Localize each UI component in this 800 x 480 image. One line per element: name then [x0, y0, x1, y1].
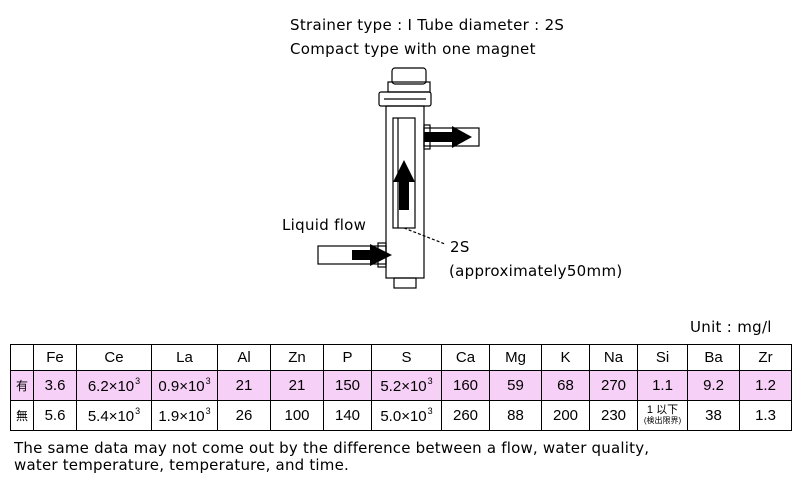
table-cell: 0.9×103 — [151, 370, 218, 401]
col-header: Fe — [33, 344, 77, 371]
table-cell: 9.2 — [687, 370, 740, 401]
table-cell: 260 — [441, 400, 490, 431]
table-cell: 6.2×103 — [76, 370, 152, 401]
size-label: 2S — [450, 238, 470, 256]
footnote-line-2: water temperature, temperature, and time… — [14, 456, 349, 474]
table-cell: 100 — [270, 400, 324, 431]
strainer-diagram — [317, 67, 480, 289]
table-cell: 3.6 — [33, 370, 77, 401]
footnote-line-1: The same data may not come out by the di… — [14, 439, 650, 457]
table-cell: 1.3 — [739, 400, 792, 431]
element-concentration-table: Fe Ce La Al Zn P S Ca Mg K Na Si Ba Zr 有… — [10, 344, 792, 431]
table-cell: 5.4×103 — [76, 400, 152, 431]
table-cell: 88 — [489, 400, 542, 431]
table-cell: 59 — [489, 370, 542, 401]
col-header: La — [151, 344, 218, 371]
table-cell: 38 — [687, 400, 740, 431]
table-cell: 5.6 — [33, 400, 77, 431]
table-cell: 1.9×103 — [151, 400, 218, 431]
col-header: Ba — [687, 344, 740, 371]
table-cell: 21 — [217, 370, 271, 401]
table-cell: 1.2 — [739, 370, 792, 401]
spec-line-1: Strainer type : I Tube diameter : 2S — [290, 16, 565, 34]
inlet-arrow — [352, 244, 392, 266]
table-cell: 160 — [441, 370, 490, 401]
table-header-row: Fe Ce La Al Zn P S Ca Mg K Na Si Ba Zr — [10, 344, 792, 371]
col-header: Si — [637, 344, 688, 371]
table-cell: 200 — [541, 400, 590, 431]
row-label: 有 — [10, 370, 34, 401]
table-cell: 150 — [323, 370, 372, 401]
size-note: (approximately50mm) — [449, 262, 623, 280]
col-header: Al — [217, 344, 271, 371]
col-header: P — [323, 344, 372, 371]
size-leader-line — [403, 227, 446, 245]
spec-line-2: Compact type with one magnet — [290, 40, 536, 58]
table-cell: 270 — [589, 370, 638, 401]
col-header: Na — [589, 344, 638, 371]
col-header: S — [371, 344, 442, 371]
col-header: Mg — [489, 344, 542, 371]
table-cell: 1 以下(検出限界) — [637, 400, 688, 431]
cap-knob — [391, 67, 427, 85]
corner-cell — [10, 344, 34, 371]
col-header: Ca — [441, 344, 490, 371]
table-cell: 26 — [217, 400, 271, 431]
col-header: Ce — [76, 344, 152, 371]
footnote: The same data may not come out by the di… — [14, 440, 649, 474]
col-header: Zr — [739, 344, 792, 371]
bottom-nozzle — [393, 277, 417, 289]
col-header: K — [541, 344, 590, 371]
outlet-arrow — [424, 126, 472, 148]
table-cell: 21 — [270, 370, 324, 401]
table-cell: 230 — [589, 400, 638, 431]
table-cell: 5.0×103 — [371, 400, 442, 431]
col-header: Zn — [270, 344, 324, 371]
table-row-without-magnet: 無 5.6 5.4×103 1.9×103 26 100 140 5.0×103… — [10, 400, 792, 431]
liquid-flow-label: Liquid flow — [282, 216, 367, 234]
table-row-with-magnet: 有 3.6 6.2×103 0.9×103 21 21 150 5.2×103 … — [10, 370, 792, 401]
unit-label: Unit : mg/l — [690, 318, 772, 336]
table-cell: 68 — [541, 370, 590, 401]
table-cell: 5.2×103 — [371, 370, 442, 401]
table-cell: 1.1 — [637, 370, 688, 401]
table-cell: 140 — [323, 400, 372, 431]
upflow-arrow — [393, 160, 415, 210]
row-label: 無 — [10, 400, 34, 431]
